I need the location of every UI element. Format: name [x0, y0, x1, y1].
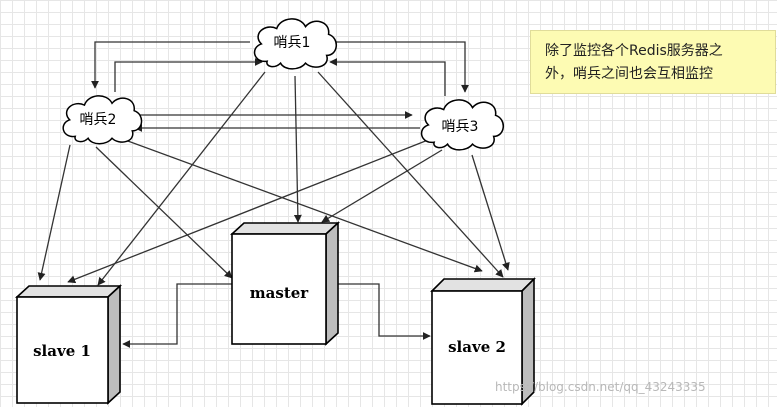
replication-links [122, 283, 431, 348]
slave-1-label: slave 1 [33, 342, 91, 360]
edge-master-slave2 [337, 283, 431, 340]
edge-master-slave1 [122, 283, 232, 348]
note-line-2: 外，哨兵之间也会互相监控 [545, 66, 713, 82]
edge-s2-master [95, 146, 233, 279]
edge-s2-slave1 [37, 144, 71, 281]
master-label: master [250, 284, 310, 302]
slave-1-node: slave 1 [14, 284, 123, 405]
sentinel-2-label: 哨兵2 [80, 112, 117, 128]
sentinel-1-label: 哨兵1 [274, 35, 311, 51]
edge-s2-slave2 [124, 139, 483, 273]
edge-s1-s2-top [91, 41, 250, 89]
edge-s1-slave1 [97, 71, 266, 286]
sentinel-links [91, 41, 469, 132]
edge-s2-s1 [114, 58, 263, 92]
slave-2-label: slave 2 [448, 338, 506, 356]
edge-s1-s3-top [335, 41, 469, 93]
sentinel-3-label: 哨兵3 [442, 119, 479, 135]
watermark-text: https://blog.csdn.net/qq_43243335 [495, 380, 706, 394]
sticky-note: 除了监控各个Redis服务器之 外，哨兵之间也会互相监控 [530, 30, 776, 94]
monitor-links [37, 71, 510, 286]
slave-2-node: slave 2 [430, 277, 536, 406]
edge-s1-slave2 [317, 71, 504, 278]
sentinel-3: 哨兵3 [420, 99, 505, 151]
edge-s3-slave2 [471, 154, 510, 271]
sentinel-1: 哨兵1 [253, 18, 338, 70]
sentinel-2: 哨兵2 [62, 95, 143, 145]
note-line-1: 除了监控各个Redis服务器之 [545, 43, 723, 59]
edge-s1-master [293, 75, 302, 223]
edge-s3-s1 [329, 58, 446, 96]
edge-s3-master [321, 149, 443, 223]
edge-s3-slave1 [67, 139, 429, 284]
master-node: master [229, 221, 341, 346]
